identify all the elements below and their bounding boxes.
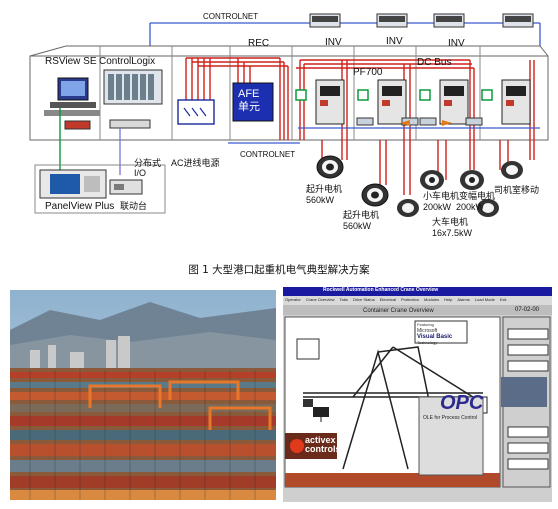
linkage-console — [109, 179, 143, 195]
menu-item[interactable]: Load Mode — [474, 297, 495, 302]
motor-gantry-2 — [477, 199, 499, 217]
label-afe: AFE 单元 — [238, 88, 260, 113]
hmi-time: 07-02-00 — [515, 307, 540, 313]
crane-electrical-diagram — [29, 13, 549, 217]
menu-item[interactable]: Operator — [285, 297, 301, 302]
afe-unit — [232, 82, 274, 122]
network-module-3 — [433, 13, 465, 28]
vb-logo: Featuring Microsoft Visual Basic Technol… — [417, 322, 453, 345]
drive-2 — [377, 79, 407, 125]
drive-3 — [439, 79, 469, 125]
opc-subtitle: OLE for Process Control — [423, 415, 478, 421]
drive-1 — [315, 79, 345, 125]
hmi-menu: Operator Crane Overview Tabs Drive Statu… — [285, 297, 506, 302]
label-rec: REC — [248, 38, 270, 49]
motor-hoist-1 — [316, 155, 344, 179]
label-cab-move: 司机室移动 — [494, 185, 540, 195]
label-inv-1: INV — [325, 37, 342, 48]
network-module-1 — [309, 13, 341, 28]
network-module-4 — [502, 13, 534, 28]
hmi-header: Rockwell Automation Enhanced Crane Overv… — [323, 287, 439, 293]
workstation-icon — [44, 77, 100, 116]
panelview-terminal — [39, 169, 107, 199]
crane-hmi-screenshot: Rockwell Automation Enhanced Crane Overv… — [283, 287, 552, 502]
menu-item[interactable]: Help — [444, 297, 453, 302]
ac-power-block — [177, 99, 215, 125]
opc-logo: OPC — [440, 392, 484, 414]
label-console: 联动台 — [120, 201, 148, 211]
label-hoist-motor-1: 起升电机 560kW — [306, 184, 343, 205]
label-controlnet-bottom: CONTROLNET — [240, 150, 296, 159]
menu-item[interactable]: Exit — [499, 297, 507, 302]
motor-cab — [501, 161, 523, 179]
label-gantry-motor: 大车电机 16x7.5kW — [432, 217, 473, 238]
menu-item[interactable]: Alarms — [457, 297, 470, 302]
menu-item[interactable]: Tabs — [339, 297, 348, 302]
label-ac-power: AC进线电源 — [171, 158, 220, 168]
label-hoist-motor-2: 起升电机 560kW — [343, 210, 380, 231]
port-photo — [10, 290, 276, 500]
menu-item[interactable]: Electrical — [379, 297, 396, 302]
label-panelview: PanelView Plus — [45, 201, 115, 212]
controllogix-rack — [103, 69, 163, 105]
label-pf700: PF700 — [353, 67, 383, 78]
menu-item[interactable]: Crane Overview — [305, 297, 335, 302]
motor-hoist-2 — [361, 183, 389, 207]
activex-logo: activex controls — [305, 435, 341, 454]
motor-boom — [460, 170, 484, 190]
label-trolley-motor: 小车电机变幅电机 200kW 200kW — [423, 191, 496, 212]
label-rsview: RSView SE — [45, 56, 97, 67]
menu-item[interactable]: Protection — [400, 297, 419, 302]
label-controllogix: ControlLogix — [99, 56, 156, 67]
network-module-2 — [376, 13, 408, 28]
label-inv-3: INV — [448, 38, 465, 49]
motor-gantry-1 — [397, 199, 419, 217]
hmi-window-title: Container Crane Overview — [363, 308, 434, 314]
menu-item[interactable]: Drive Status — [352, 297, 375, 302]
label-distributed-io: 分布式 I/O — [134, 158, 162, 178]
label-inv-2: INV — [386, 36, 403, 47]
drive-4 — [501, 79, 531, 125]
menu-item[interactable]: Modules — [423, 297, 440, 302]
label-dc-bus: DC Bus — [417, 57, 452, 68]
label-controlnet-top: CONTROLNET — [203, 12, 259, 21]
motor-trolley — [420, 170, 444, 190]
figure-caption: 图 1 大型港口起重机电气典型解决方案 — [188, 264, 370, 276]
